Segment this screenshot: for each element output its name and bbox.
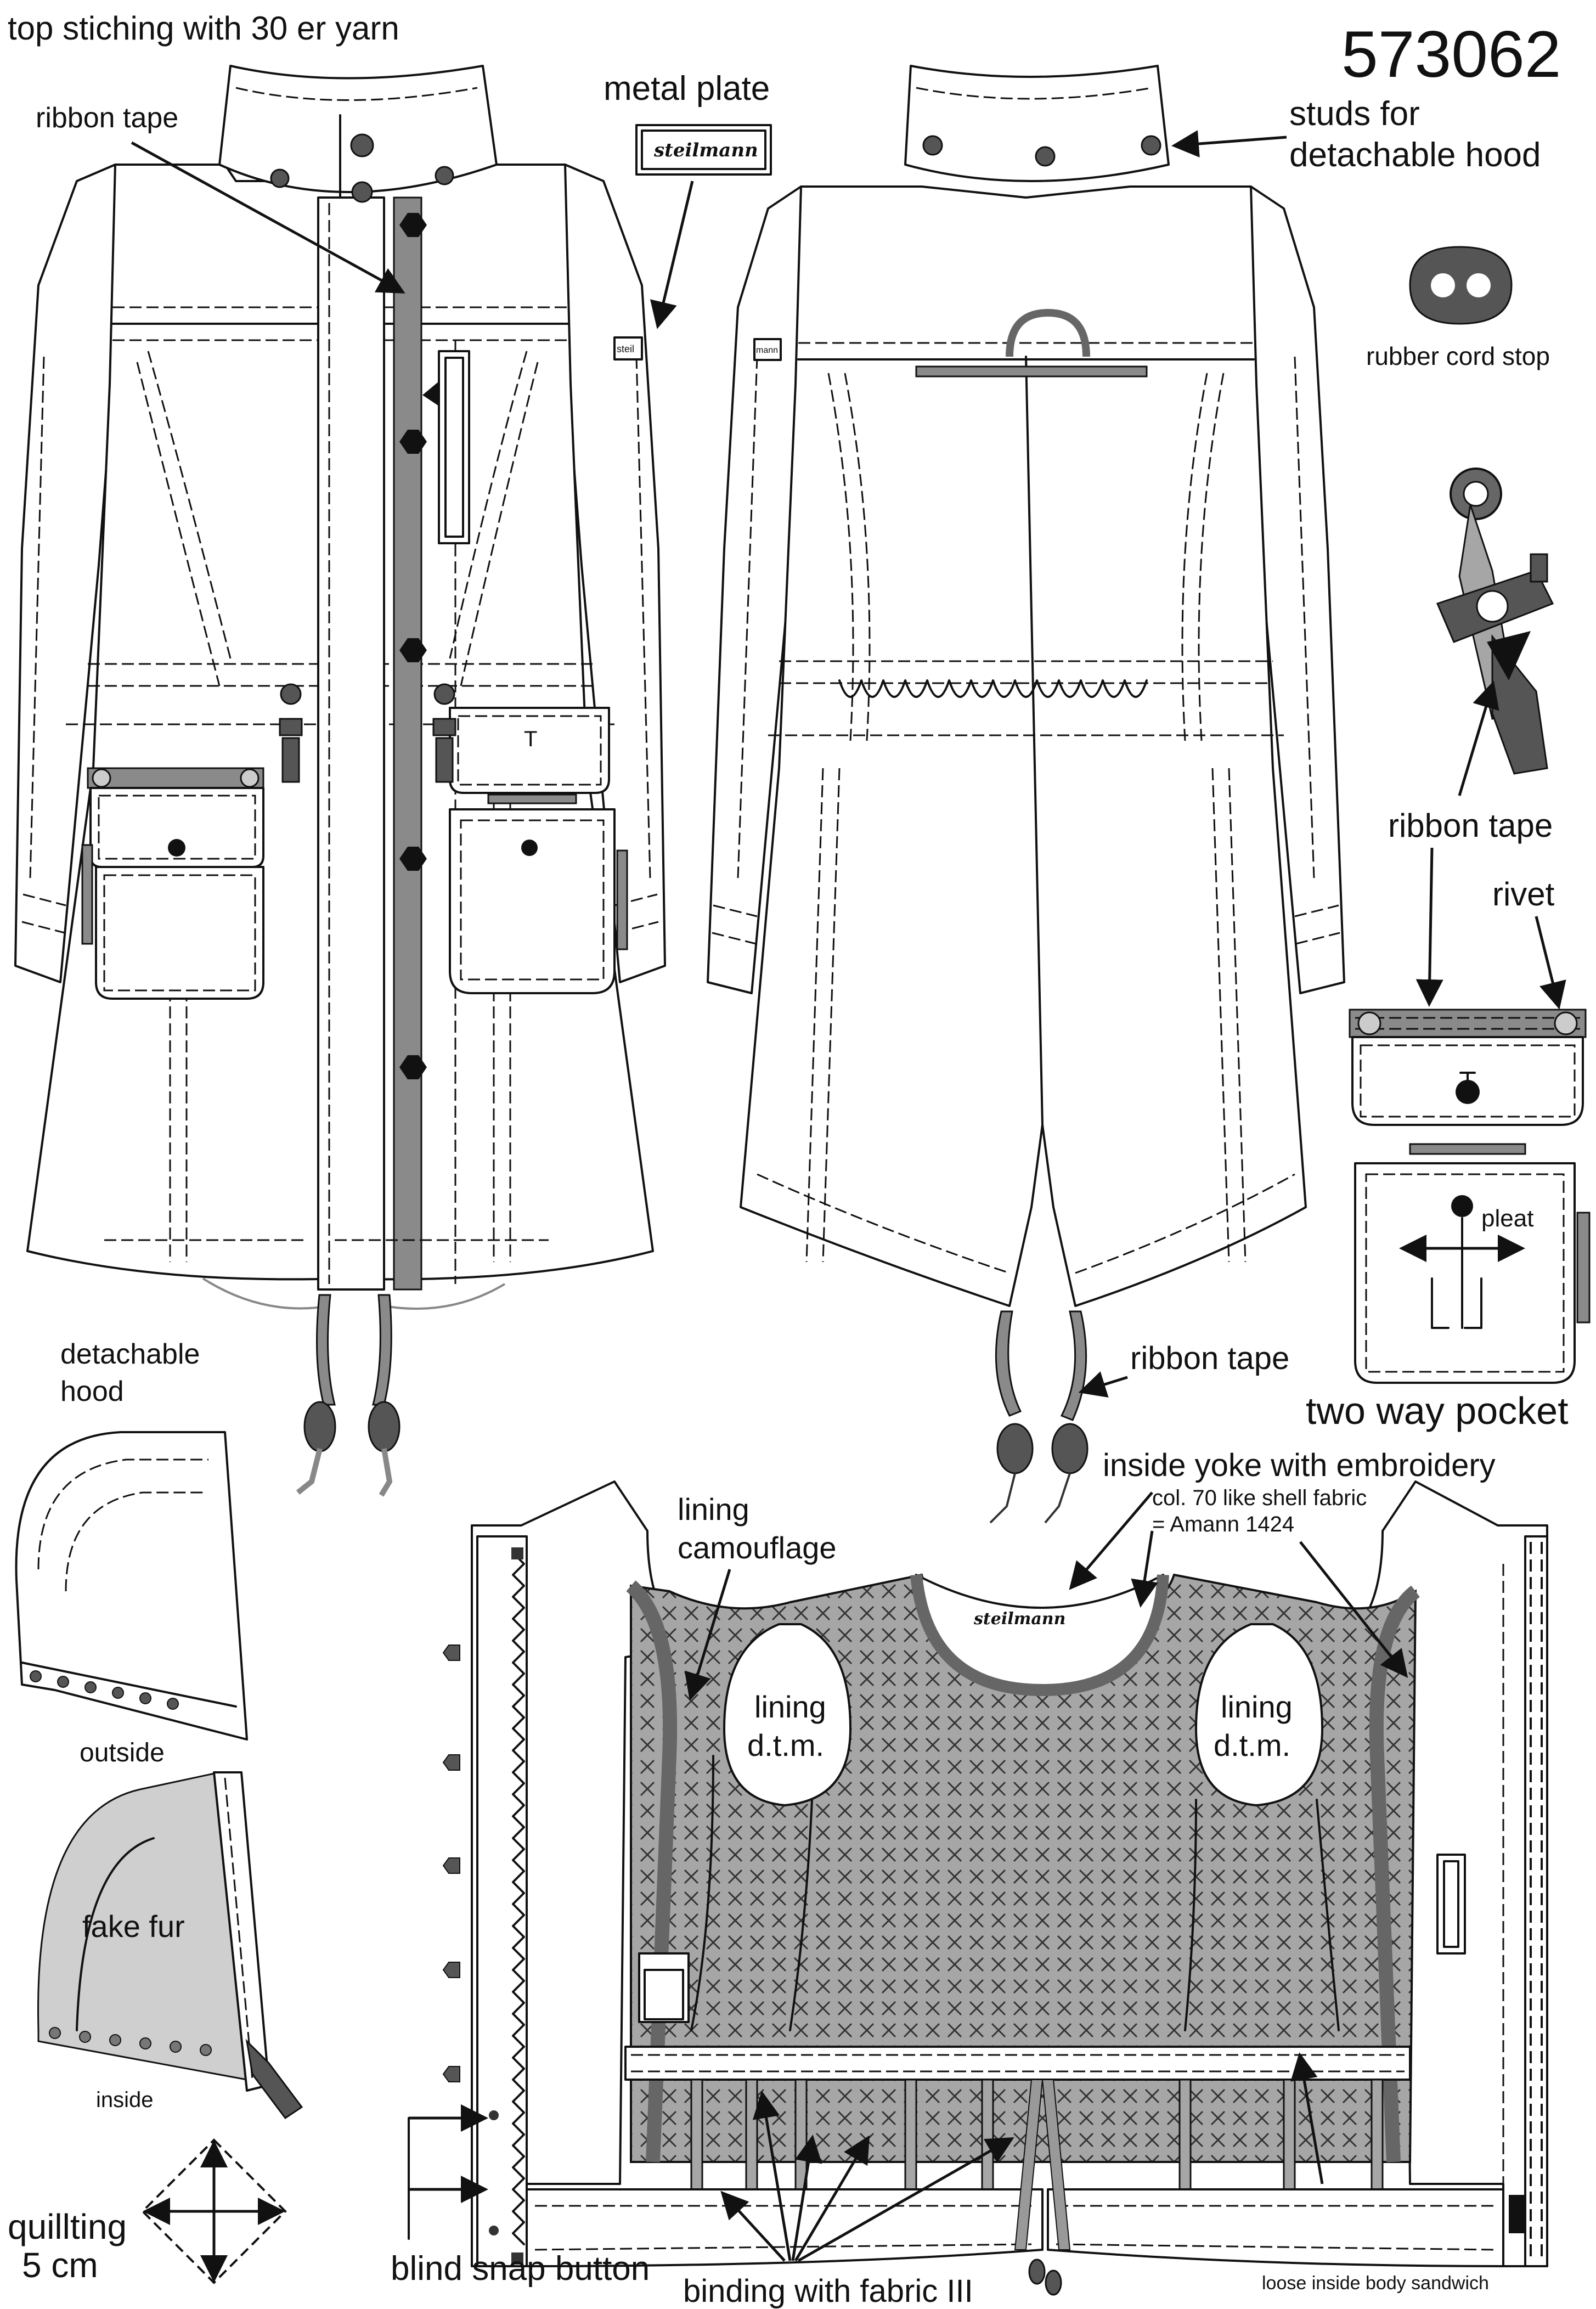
yoke-embroidery: steilmann (973, 1609, 1065, 1629)
rivet-icon (1357, 1011, 1381, 1035)
rivet-icon (92, 768, 111, 788)
metal-plate-label: metal plate (604, 70, 770, 108)
rivet-icon (1554, 1011, 1578, 1035)
front-left-pocket (81, 767, 264, 1000)
inside-view: steilmann (442, 1480, 1548, 2296)
rubber-cord-stop-label: rubber cord stop (1366, 342, 1550, 370)
col70-label: col. 70 like shell fabric= Amann 1424 (1152, 1486, 1367, 1536)
style-number: 573062 (1341, 18, 1561, 91)
two-way-pocket-detail (1354, 1162, 1591, 1384)
stud-icon (351, 181, 373, 203)
front-collar (218, 65, 498, 193)
rubber-cord-stop-detail (1409, 246, 1513, 325)
blind-snap-label: blind snap button (391, 2250, 650, 2288)
rubber-cord-stop-icon (279, 683, 456, 783)
stud-icon (1141, 135, 1161, 156)
fake-fur-label: fake fur (82, 1909, 185, 1944)
back-body (740, 185, 1307, 1307)
back-view: mann (707, 65, 1345, 1524)
ribbon-tape-label-right: ribbon tape (1388, 807, 1553, 844)
loose-inside-label: loose inside body sandwich (1262, 2273, 1489, 2294)
quilting-direction-icon (141, 2138, 287, 2284)
inside-label: inside (96, 2088, 154, 2112)
hood-inside (37, 1771, 303, 2120)
pleat-label: pleat (1481, 1205, 1533, 1232)
front-ribbon-tape (393, 196, 422, 1291)
stud-icon (1035, 146, 1056, 167)
rivet-label: rivet (1492, 876, 1555, 913)
toggle-buttons (399, 213, 427, 1079)
rubber-cord-stop-icon (303, 1401, 336, 1452)
toggle-icon (1436, 468, 1554, 775)
rubber-cord-stop-icon (1051, 1423, 1089, 1474)
rubber-cord-stop-icon (996, 1423, 1034, 1474)
ribbon-tape-label-back: ribbon tape (1130, 1341, 1289, 1376)
front-placket (317, 196, 385, 1291)
binding-label: binding with fabric III (683, 2273, 973, 2309)
rubber-cord-stop-icon (368, 1401, 401, 1452)
hood-outside (15, 1431, 248, 1741)
lining-dtm-left (723, 1623, 851, 1806)
two-way-pocket-label: two way pocket (1306, 1389, 1569, 1432)
ribbon-tape-label-front: ribbon tape (36, 102, 178, 134)
pocket-flap-mark: T (524, 727, 537, 751)
pocket-flap-detail (1349, 1009, 1587, 1126)
metal-plate-brand: steilmann (653, 139, 758, 161)
rivet-icon (240, 768, 260, 788)
front-view: steil T (14, 65, 666, 1497)
lining-dtm-right (1195, 1623, 1323, 1806)
back-collar (904, 65, 1170, 182)
stud-icon (922, 135, 943, 156)
outside-label: outside (80, 1738, 165, 1767)
back-sleeve-tab-text: mann (756, 346, 778, 355)
stud-icon (350, 133, 374, 157)
front-right-pocket: T (449, 707, 628, 994)
top-stitching-label: top stiching with 30 er yarn (8, 10, 399, 47)
stud-icon (435, 166, 454, 185)
sleeve-tab-text: steil (617, 343, 634, 354)
inside-yoke-label: inside yoke with embroidery (1103, 1448, 1496, 1483)
stud-icon (270, 168, 290, 188)
toggle-buttons-inside (442, 1645, 460, 2082)
